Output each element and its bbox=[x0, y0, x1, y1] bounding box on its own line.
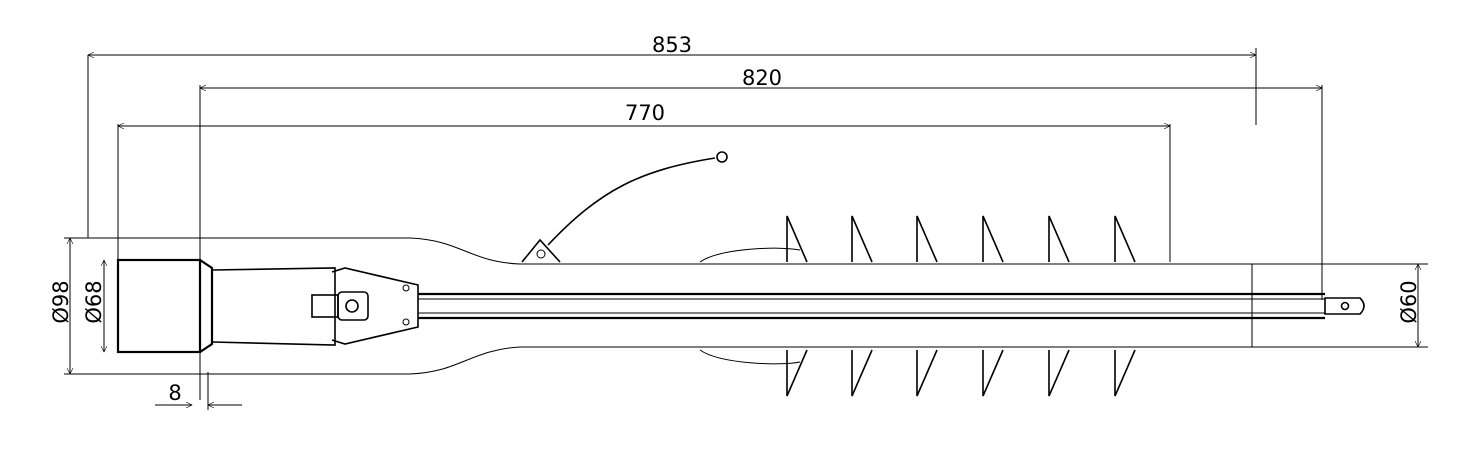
base-flange bbox=[116, 238, 214, 374]
earth-cable bbox=[547, 157, 716, 246]
dimension-dia-68: Ø68 bbox=[82, 260, 106, 352]
clamp-bolt bbox=[402, 284, 410, 292]
conductor-rod bbox=[418, 292, 1365, 320]
flange-step bbox=[199, 259, 214, 353]
shed-bottom-2 bbox=[851, 349, 873, 397]
earth-ring-lug bbox=[716, 151, 728, 163]
dimension-label-770: 770 bbox=[625, 101, 665, 125]
shed-top-2 bbox=[851, 215, 873, 263]
dimension-label-dia-68: Ø68 bbox=[82, 280, 106, 323]
rod-end-hole bbox=[1340, 301, 1350, 311]
cone-outline bbox=[211, 267, 336, 346]
earth-lead bbox=[521, 151, 728, 263]
clamp-bolt bbox=[402, 318, 410, 326]
shed-bottom-4 bbox=[982, 349, 1004, 397]
dimension-dia-60: Ø60 bbox=[1250, 264, 1428, 347]
cone-clamp bbox=[331, 267, 419, 345]
weather-sheds bbox=[699, 215, 1136, 397]
connector-bolt bbox=[345, 299, 359, 313]
dimension-8: 8 bbox=[155, 372, 242, 410]
dimension-label-853: 853 bbox=[652, 33, 692, 57]
dimension-dia-98: Ø98 bbox=[49, 238, 205, 374]
shed-bottom-1 bbox=[786, 349, 808, 397]
earth-bracket-hole bbox=[536, 249, 546, 259]
dimension-853: 853 bbox=[88, 33, 1256, 238]
dimension-label-820: 820 bbox=[742, 66, 782, 90]
flange-body bbox=[116, 258, 202, 354]
housing bbox=[200, 237, 1253, 375]
shed-bottom-6 bbox=[1114, 349, 1136, 397]
shed-top-4 bbox=[982, 215, 1004, 263]
housing-bottom-outline bbox=[200, 346, 1252, 375]
shed-top-3 bbox=[916, 215, 938, 263]
shed-top-6 bbox=[1114, 215, 1136, 263]
dimension-820: 820 bbox=[200, 66, 1322, 400]
dimension-label-dia-60: Ø60 bbox=[1397, 280, 1421, 323]
terminal-connector bbox=[337, 291, 369, 321]
stress-cone bbox=[211, 267, 419, 346]
shed-top-1 bbox=[786, 215, 808, 263]
shed-bottom-5 bbox=[1048, 349, 1070, 397]
dimension-label-dia-98: Ø98 bbox=[49, 280, 73, 323]
terminal-lug bbox=[311, 294, 339, 318]
shed-base-bottom bbox=[699, 349, 801, 365]
rod-end-terminal bbox=[1324, 297, 1365, 315]
shed-top-5 bbox=[1048, 215, 1070, 263]
housing-top-outline bbox=[200, 237, 1252, 265]
dimension-770: 770 bbox=[118, 101, 1170, 262]
shed-base-top bbox=[699, 247, 801, 263]
shed-bottom-3 bbox=[916, 349, 938, 397]
earth-bracket bbox=[521, 238, 561, 263]
dimension-label-8: 8 bbox=[168, 381, 181, 405]
